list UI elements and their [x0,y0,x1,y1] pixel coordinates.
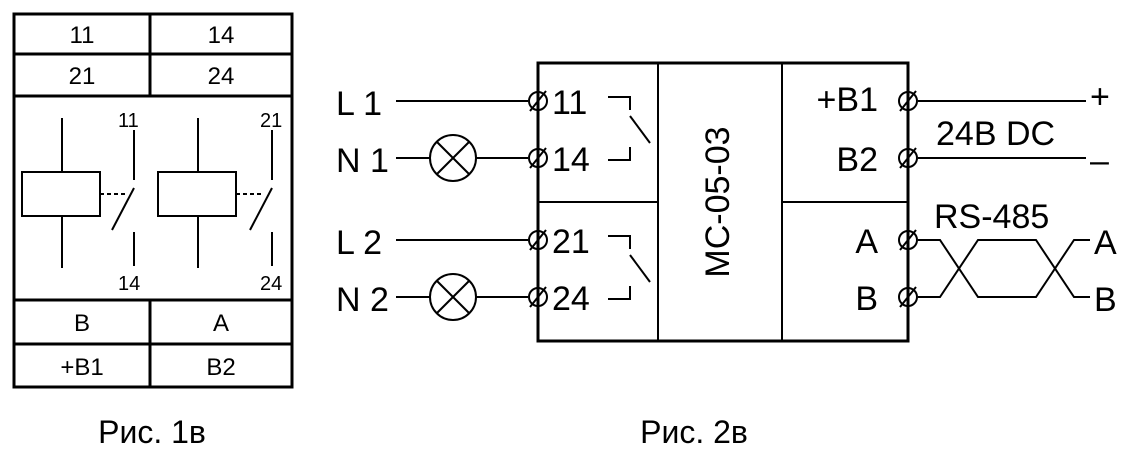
cell-11: 11 [70,22,95,49]
bus-output-A: A [1094,224,1117,262]
bus-output-B: B [1094,281,1117,319]
line-label-N2: N 2 [336,281,389,319]
terminal-B-icon [898,286,918,308]
cell-14: 14 [208,22,235,49]
lamp-2-icon [429,273,477,321]
bus-wire-b [918,239,1090,298]
figure-2-caption: Рис. 2в [640,414,748,450]
line-label-L2: L 2 [336,224,382,262]
terminal-21-icon [528,229,548,251]
power-plus-sign: + [1090,78,1110,116]
terminal-label-B2: B2 [836,141,878,179]
bus-label: RS-485 [934,198,1049,236]
relay-2-symbol [157,118,273,268]
terminal-B2-icon [898,147,918,169]
relay-2-coil [157,171,237,217]
relay-1-symbol [21,118,135,268]
cell-B2: B2 [206,354,235,381]
terminal-A-icon [898,229,918,251]
cell-21: 21 [69,63,96,90]
figure-1-terminal-block: 11 14 21 24 11 14 21 24 B A [12,12,294,389]
cell-plus-B1: +B1 [60,354,103,381]
terminal-label-plus-B1: +B1 [817,81,878,119]
relay-1-coil [21,171,101,217]
terminal-label-14: 14 [552,141,590,179]
relay-1-label-11: 11 [118,110,139,132]
cell-A: A [213,310,229,337]
terminal-label-24: 24 [552,280,590,318]
terminal-label-B: B [855,280,878,318]
figure-2-wiring: MC-05-03 L 1 N 1 L 2 N 2 [336,61,1117,343]
power-label: 24B DC [936,115,1055,153]
power-minus-sign: – [1090,142,1109,180]
terminal-label-11: 11 [552,84,587,122]
cell-24: 24 [208,63,235,90]
figure-1-frame [12,12,294,389]
cell-B: B [74,310,90,337]
relay-2-label-21: 21 [260,110,282,132]
line-label-N1: N 1 [336,142,389,180]
terminal-24-icon [528,286,548,308]
device-name: MC-05-03 [699,126,737,277]
bus-wire-a [918,239,1090,298]
contact-2-symbol [608,235,651,300]
figure-1-caption: Рис. 1в [98,414,206,450]
contact-1-symbol [608,96,651,161]
terminal-11-icon [528,90,548,112]
relay-2-label-24: 24 [260,273,282,295]
terminal-14-icon [528,147,548,169]
line-label-L1: L 1 [336,85,382,123]
lamp-1-icon [429,134,477,182]
terminal-plus-B1-icon [898,90,918,112]
terminal-label-21: 21 [552,223,590,261]
terminal-label-A: A [855,223,878,261]
relay-1-label-14: 14 [118,273,140,295]
